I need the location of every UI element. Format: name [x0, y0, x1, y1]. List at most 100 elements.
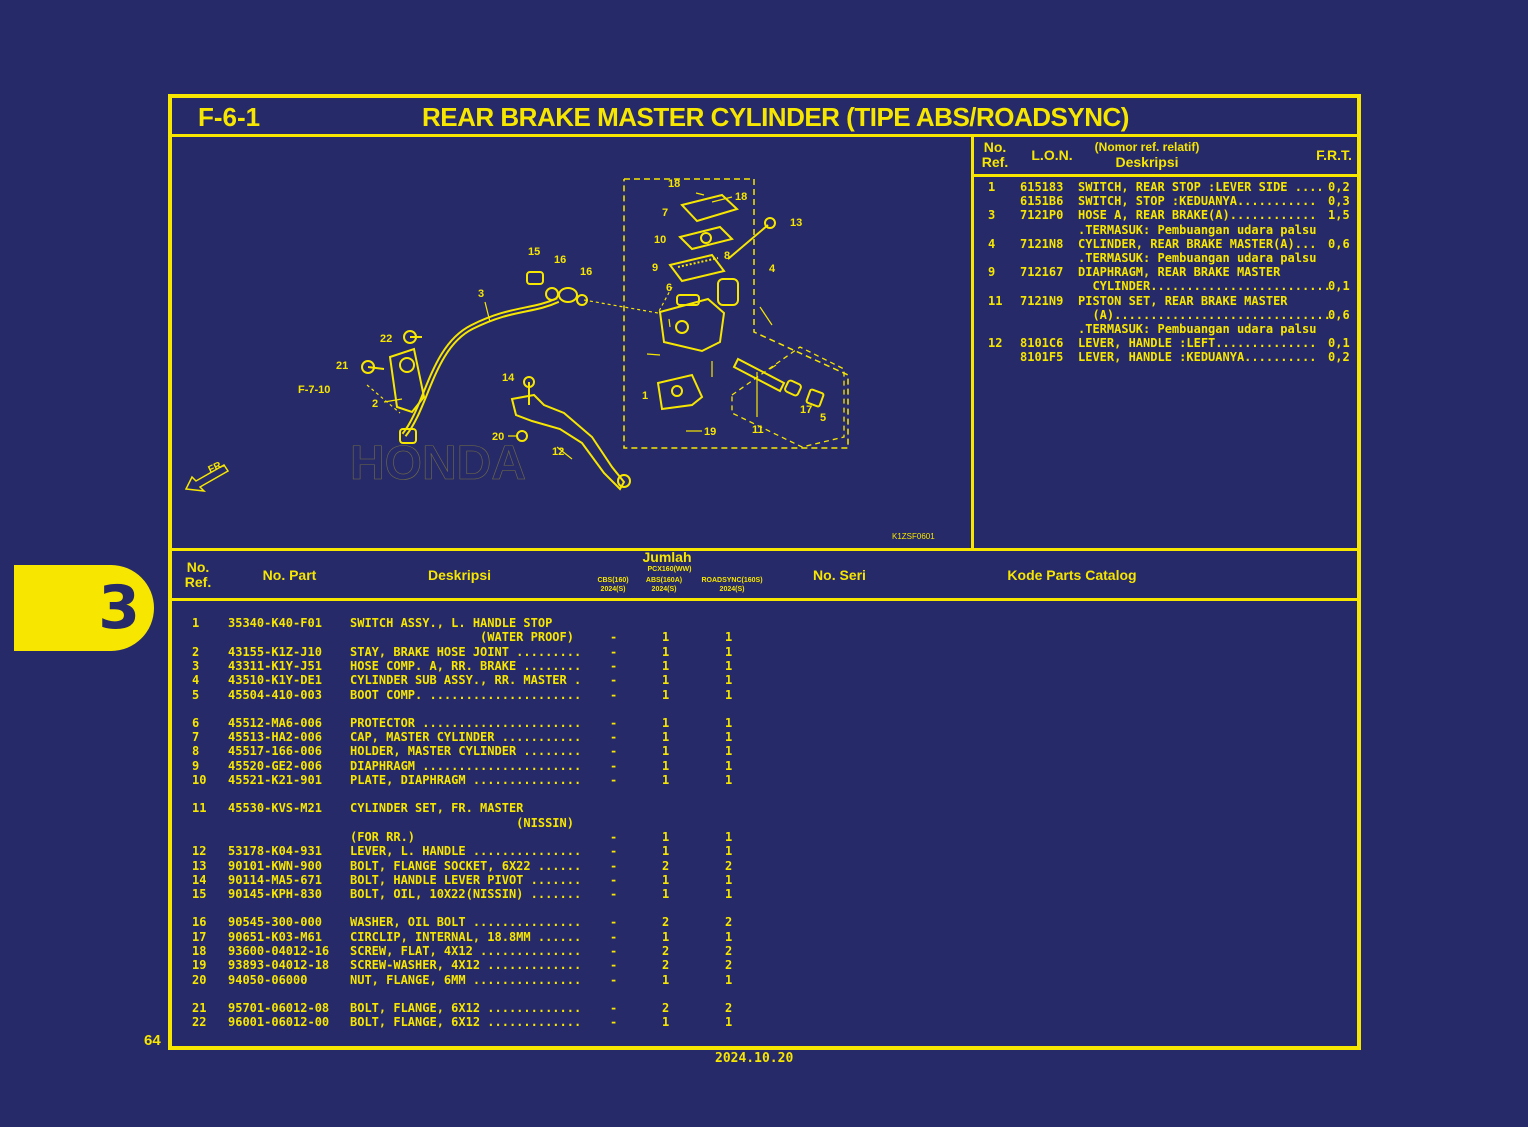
- piston-set-box: [731, 346, 845, 448]
- parts-cell-cbs: -: [610, 673, 618, 688]
- parts-cell-abs: 1: [662, 758, 670, 773]
- parts-header-kode: Kode Parts Catalog: [1007, 567, 1137, 583]
- callout: 5: [820, 412, 826, 424]
- figure-code: F-6-1: [198, 102, 261, 132]
- parts-cell-road: 1: [725, 887, 733, 902]
- parts-cell-abs: 1: [662, 929, 670, 944]
- parts-cell-abs: 1: [662, 1015, 670, 1030]
- parts-header-abs: ABS(160A)2024(S): [645, 577, 683, 593]
- parts-cell-ref: 3: [192, 658, 200, 673]
- parts-cell-desc: (NISSIN): [350, 815, 574, 830]
- parts-cell-desc: BOLT, HANDLE LEVER PIVOT .......: [350, 872, 582, 887]
- parts-header-no: No.Ref.: [184, 559, 212, 590]
- parts-cell-part: 93893-04012-18: [228, 958, 330, 973]
- parts-cell-part: 43155-K1Z-J10: [228, 644, 322, 659]
- parts-cell-cbs: -: [610, 687, 618, 702]
- ref-header-no: No.Ref.: [981, 139, 1009, 170]
- callout: F-7-10: [298, 384, 330, 396]
- parts-cell-cbs: -: [610, 730, 618, 745]
- parts-header-cbs: CBS(160)2024(S): [597, 577, 629, 593]
- parts-cell-part: 90114-MA5-671: [228, 872, 322, 887]
- callout: 8: [724, 250, 730, 262]
- parts-cell-road: 1: [725, 658, 733, 673]
- ref-cell-desc: PISTON SET, REAR BRAKE MASTER: [1078, 293, 1288, 308]
- ref-header-frt: F.R.T.: [1316, 147, 1352, 163]
- catalog-page-frame: F-6-1 REAR BRAKE MASTER CYLINDER (TIPE A…: [168, 94, 1361, 1050]
- diagram-linework: HONDA: [184, 178, 849, 492]
- parts-cell-desc: SCREW-WASHER, 4X12 .............: [350, 958, 582, 973]
- parts-header-jumlah: Jumlah: [642, 549, 692, 565]
- parts-cell-cbs: -: [610, 829, 618, 844]
- parts-cell-road: 1: [725, 715, 733, 730]
- parts-cell-desc: CYLINDER SET, FR. MASTER: [350, 801, 524, 816]
- ref-cell-lon: 7121N9: [1020, 293, 1064, 308]
- ref-cell-desc: HOSE A, REAR BRAKE(A)............: [1078, 208, 1317, 223]
- banjo-fitting: [558, 287, 578, 303]
- parts-cell-abs: 2: [662, 1000, 670, 1015]
- parts-cell-abs: 1: [662, 744, 670, 759]
- diagram-divider: [971, 134, 974, 548]
- parts-cell-road: 2: [725, 944, 733, 958]
- ref-cell-lon: 6151B6: [1020, 194, 1064, 209]
- callout: 22: [380, 333, 392, 345]
- parts-cell-part: 90651-K03-M61: [228, 929, 322, 944]
- ref-cell-desc: (A)..............................: [1078, 307, 1331, 322]
- cap-master-cylinder: [680, 193, 739, 223]
- parts-cell-desc: SWITCH ASSY., L. HANDLE STOP: [350, 616, 553, 630]
- parts-cell-part: 45512-MA6-006: [228, 715, 322, 730]
- parts-cell-abs: 1: [662, 673, 670, 688]
- parts-table-row: 2 43155-K1Z-J10 STAY, BRAKE HOSE JOINT ...…: [172, 645, 792, 659]
- leader-lines: [366, 192, 777, 460]
- stop-switch: [656, 373, 704, 411]
- ref-cell-lon: 712167: [1020, 265, 1064, 280]
- ref-cell-lon: 8101F5: [1020, 350, 1064, 365]
- parts-cell-road: 1: [725, 730, 733, 745]
- ref-cell-ref: 12: [988, 336, 1003, 351]
- ref-cell-desc: CYLINDER.........................: [1078, 279, 1331, 294]
- ref-cell-frt: 1,5: [1328, 208, 1350, 223]
- parts-cell-road: 1: [725, 972, 733, 987]
- parts-cell-road: 2: [725, 958, 733, 973]
- parts-cell-ref: 9: [192, 758, 200, 773]
- parts-cell-ref: 2: [192, 644, 200, 659]
- parts-cell-desc: HOLDER, MASTER CYLINDER ........: [350, 744, 582, 759]
- parts-cell-road: 1: [725, 687, 733, 702]
- parts-cell-part: 90545-300-000: [228, 915, 322, 930]
- exploded-parts-diagram: HONDA: [184, 178, 935, 541]
- parts-cell-desc: (WATER PROOF): [350, 630, 574, 645]
- parts-cell-part: 95701-06012-08: [228, 1000, 330, 1015]
- parts-cell-cbs: -: [610, 872, 618, 887]
- parts-cell-cbs: -: [610, 658, 618, 673]
- ref-cell-frt: 0,6: [1328, 236, 1350, 251]
- ref-cell-desc: LEVER, HANDLE :KEDUANYA..........: [1078, 350, 1317, 365]
- parts-cell-desc: CYLINDER SUB ASSY., RR. MASTER .: [350, 673, 582, 688]
- parts-cell-desc: HOSE COMP. A, RR. BRAKE ........: [350, 658, 582, 673]
- parts-cell-desc: LEVER, L. HANDLE ...............: [350, 844, 582, 859]
- ref-table-row: .TERMASUK: Pembuangan udara palsu: [974, 223, 1354, 238]
- parts-cell-ref: 15: [192, 887, 207, 902]
- parts-cell-ref: 20: [192, 972, 207, 987]
- section-tab[interactable]: 3: [14, 565, 154, 651]
- parts-cell-cbs: -: [610, 773, 618, 787]
- parts-cell-abs: 1: [662, 715, 670, 730]
- ref-header-lon: L.O.N.: [1031, 147, 1073, 163]
- parts-cell-cbs: -: [610, 844, 618, 859]
- ref-table-row: (A)..............................0,6: [974, 308, 1354, 323]
- parts-cell-part: 45513-HA2-006: [228, 730, 322, 745]
- hose-stay: [388, 347, 426, 414]
- parts-cell-desc: STAY, BRAKE HOSE JOINT .........: [350, 644, 582, 659]
